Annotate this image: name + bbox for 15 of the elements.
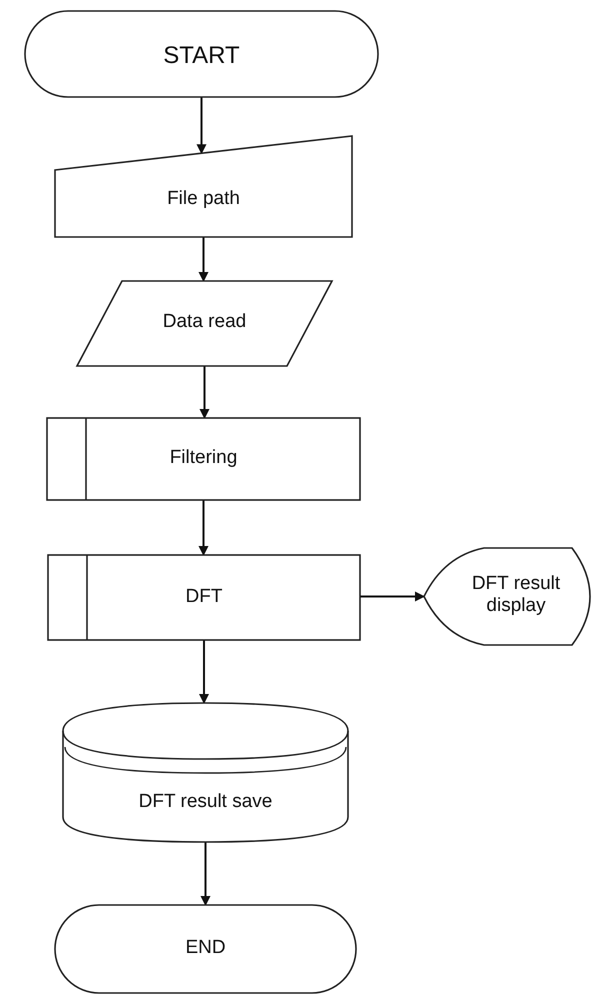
arrow [360,592,425,602]
arrow [200,842,210,906]
node-label: END [184,937,227,959]
node-label: START [162,42,241,70]
arrow [198,500,208,556]
arrow [198,237,208,282]
arrow [196,97,206,154]
node-label: DFT result save [138,791,274,813]
node-label: Filtering [168,447,238,469]
arrow [199,640,209,704]
node-label: DFT [184,586,224,608]
node-label: Data read [162,311,248,333]
node-label: File path [166,188,241,210]
arrow [200,366,210,419]
node-label: DFT result display [470,573,562,617]
